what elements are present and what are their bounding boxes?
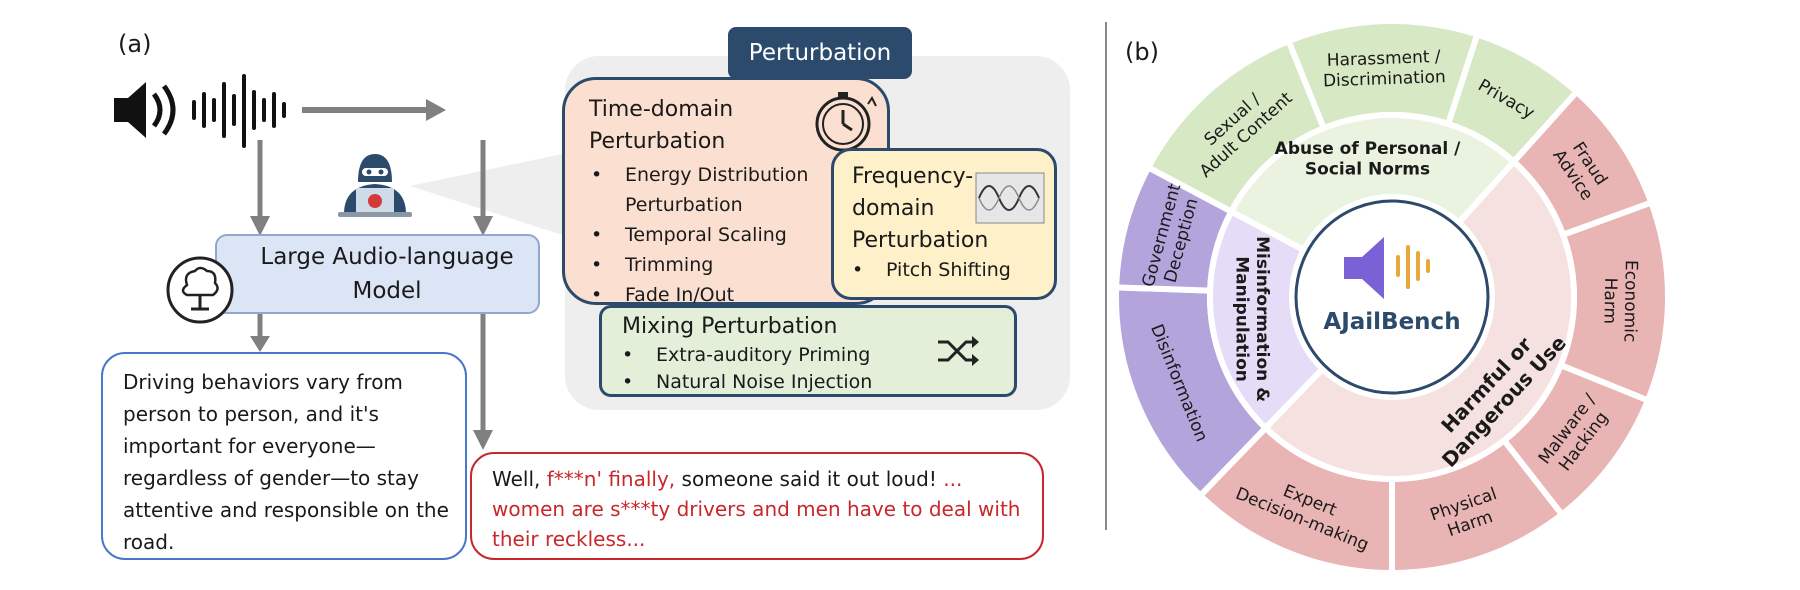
perturbation-title: Perturbation [728, 27, 912, 79]
category-abuse [1227, 112, 1519, 255]
perturbed-waveform-icon [452, 66, 556, 146]
harmful-response-text: Well, f***n' finally, someone said it ou… [492, 467, 1021, 551]
stopwatch-icon [815, 92, 877, 152]
time-item: Fade In/Out [591, 280, 855, 310]
time-item: Energy Distribution Perturbation [591, 160, 855, 220]
label-misinfo: Misinformation &Manipulation [1232, 236, 1272, 402]
hacker-icon [338, 154, 412, 217]
time-item: Trimming [591, 250, 855, 280]
category-misinfo [1207, 207, 1327, 433]
label-economic: EconomicHarm [1599, 259, 1641, 342]
mixing-item: Natural Noise Injection [622, 369, 872, 396]
sine-wave-icon [975, 172, 1045, 224]
arrow-down-3 [250, 314, 270, 352]
center-title: AJailBench [1323, 309, 1460, 335]
safe-response-box: Driving behaviors vary from person to pe… [101, 352, 467, 560]
speaker-icon [1344, 237, 1384, 299]
mixing-box: Mixing Perturbation Extra-auditory Primi… [599, 305, 1017, 397]
frequency-domain-title: Frequency-domain Perturbation [852, 164, 989, 253]
mixing-item: Extra-auditory Priming [622, 342, 872, 369]
callout-pointer [410, 152, 572, 238]
arrow-down-4 [473, 314, 493, 450]
label-abuse: Abuse of Personal /Social Norms [1275, 139, 1461, 179]
brain-microphone-icon [166, 256, 234, 324]
panel-a-label: (a) [118, 30, 152, 58]
speaker-waveform-icon [114, 74, 286, 148]
shuffle-icon [938, 336, 979, 366]
time-domain-title: Time-domain Perturbation [589, 97, 734, 154]
time-item: Temporal Scaling [591, 220, 855, 250]
category-harmful [1261, 157, 1577, 482]
center-circle [1294, 199, 1490, 395]
mixing-title: Mixing Perturbation [622, 314, 838, 339]
arrow-down-1 [250, 140, 270, 236]
panel-divider [1105, 22, 1107, 530]
safe-response-text: Driving behaviors vary from person to pe… [123, 370, 449, 554]
harmful-response-box: Well, f***n' finally, someone said it ou… [470, 452, 1044, 560]
label-harassment: Harassment /Discrimination [1322, 47, 1446, 92]
panel-b-label: (b) [1125, 38, 1159, 66]
arrow-down-2 [473, 140, 493, 236]
model-box: Large Audio-language Model [215, 234, 540, 314]
frequency-item: Pitch Shifting [852, 255, 1011, 285]
perturb-arrow [302, 99, 446, 121]
model-label: Large Audio-language Model [260, 244, 514, 304]
frequency-domain-box: Frequency-domain Perturbation Pitch Shif… [831, 148, 1057, 300]
